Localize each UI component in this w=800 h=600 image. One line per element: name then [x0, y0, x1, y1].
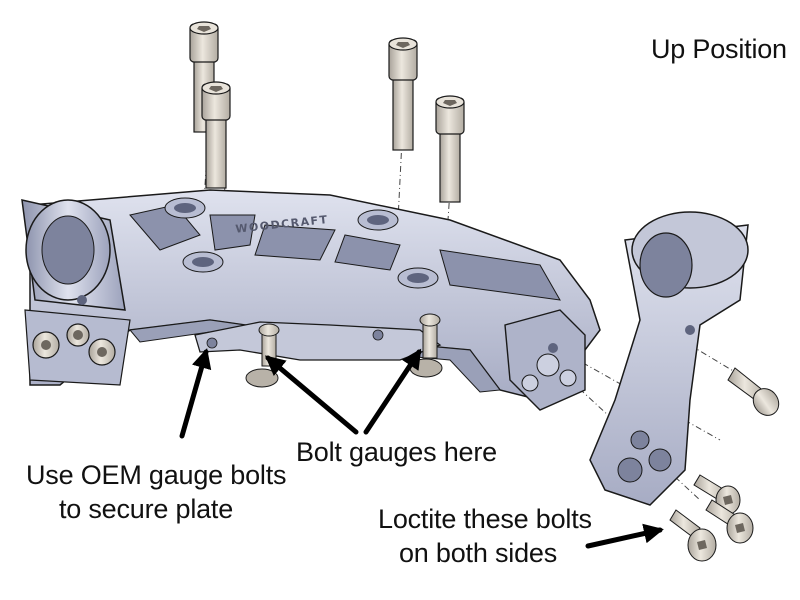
arrow-to-left-gauge: [264, 355, 359, 435]
clamp-fasteners: [32, 323, 116, 366]
view-title: Up Position: [651, 34, 787, 64]
cap-screw-4: [435, 95, 465, 203]
arrow-to-plate: [179, 348, 212, 439]
oem-gauge-bolts-label: Use OEM gauge bolts to secure plate: [26, 458, 287, 526]
pivot-block: [504, 309, 586, 411]
cap-screw-2: [201, 81, 231, 189]
loctite-label: Loctite these bolts on both sides: [378, 502, 592, 570]
oem-label-line-2: to secure plate: [58, 494, 234, 524]
bolt-gauges-label: Bolt gauges here: [296, 437, 497, 467]
cap-screw-3: [388, 37, 418, 151]
loctite-bolt-2: [705, 499, 754, 544]
clamp-tube: [21, 199, 131, 386]
pinch-bolt: [727, 367, 780, 416]
loctite-label-line-1: Loctite these bolts: [378, 504, 592, 534]
arrow-to-loctite-bolts: [585, 523, 664, 549]
loctite-label-line-2: on both sides: [398, 538, 558, 568]
oem-label-line-1: Use OEM gauge bolts: [26, 460, 287, 490]
arrow-to-right-gauge: [363, 348, 422, 435]
riser-arm: [589, 211, 749, 506]
loctite-bolt-3: [669, 509, 717, 562]
callout-arrows: [179, 348, 664, 549]
